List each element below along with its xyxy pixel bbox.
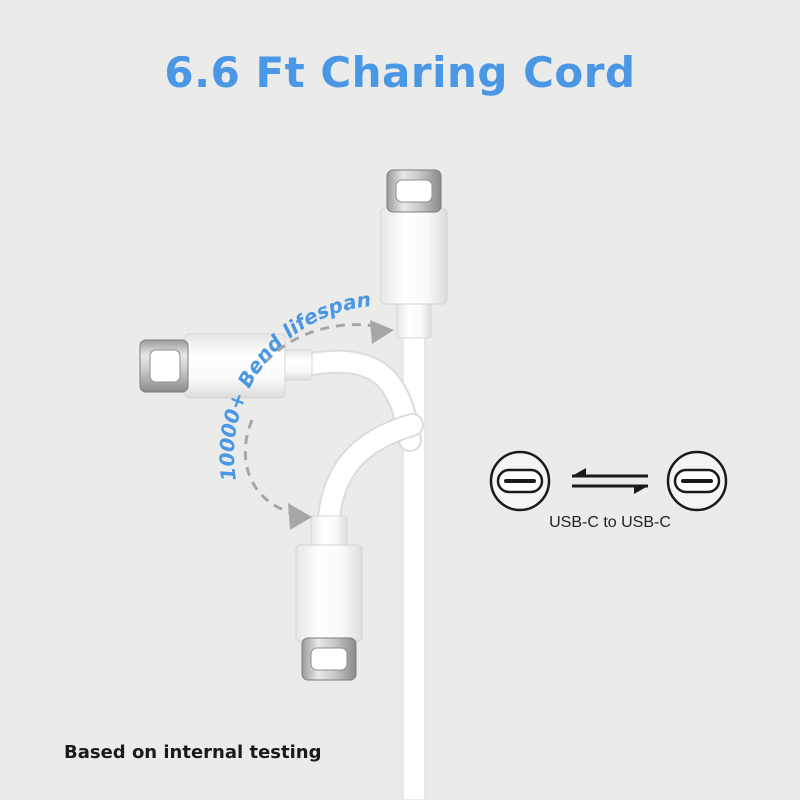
footnote: Based on internal testing — [64, 742, 322, 763]
headline: 6.6 Ft Charing Cord — [164, 48, 636, 97]
usb-c-connector-middle — [139, 333, 286, 399]
bend-arrows — [243, 320, 394, 530]
usb-c-connector-top — [380, 169, 448, 305]
type-caption: USB-C to USB-C — [549, 514, 671, 531]
usb-c-connector-bottom — [295, 544, 363, 681]
bent-cable-lower — [310, 413, 424, 551]
bidirectional-arrows-icon — [572, 468, 648, 494]
usb-c-port-icon — [666, 450, 728, 512]
main-cable — [396, 299, 432, 800]
usb-c-port-icon — [489, 450, 551, 512]
